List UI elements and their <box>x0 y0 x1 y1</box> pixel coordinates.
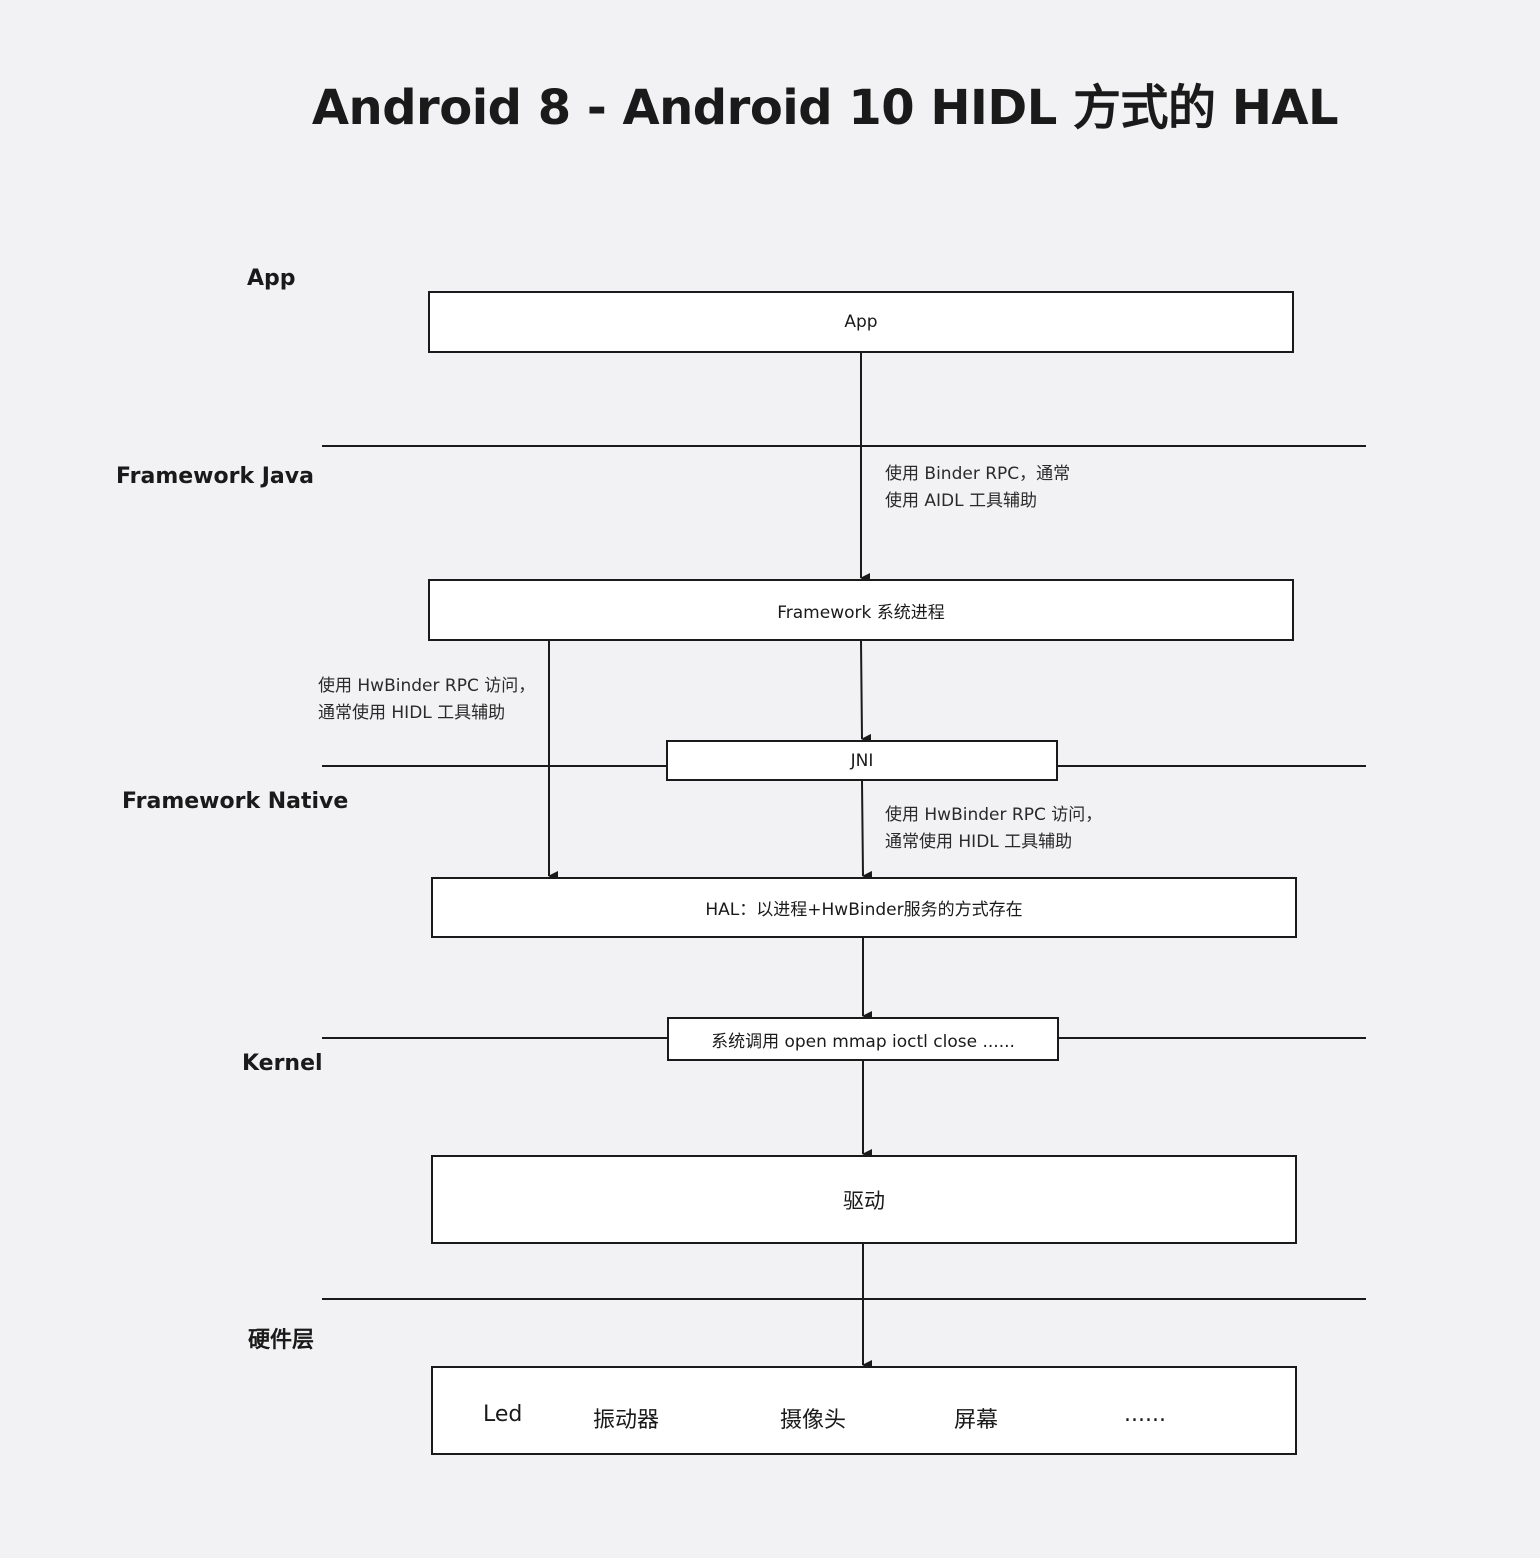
jni-label: JNI <box>850 750 874 771</box>
hwbinder-note-left-line2: 通常使用 HIDL 工具辅助 <box>318 703 506 723</box>
binder-note-line2: 使用 AIDL 工具辅助 <box>885 491 1038 511</box>
binder-note-line1: 使用 Binder RPC，通常 <box>885 464 1071 484</box>
layer-label-framework-java: Framework Java <box>116 464 314 489</box>
app-box: App <box>428 291 1294 353</box>
hardware-item-vibrator: 振动器 <box>593 1408 660 1433</box>
hwbinder-note-right-line1: 使用 HwBinder RPC 访问， <box>885 805 1103 825</box>
jni-box: JNI <box>666 740 1058 781</box>
hal-box: HAL：以进程+HwBinder服务的方式存在 <box>431 877 1297 938</box>
hardware-box <box>431 1366 1297 1455</box>
framework-process-box: Framework 系统进程 <box>428 579 1294 641</box>
layer-label-framework-native: Framework Native <box>122 789 349 814</box>
layer-label-app: App <box>247 266 296 291</box>
page-title: Android 8 - Android 10 HIDL 方式的 HAL <box>311 80 1339 136</box>
syscall-box: 系统调用 open mmap ioctl close ...... <box>667 1017 1059 1061</box>
hardware-item-screen: 屏幕 <box>954 1408 999 1433</box>
hal-label: HAL：以进程+HwBinder服务的方式存在 <box>705 900 1023 920</box>
hardware-item-camera: 摄像头 <box>780 1408 847 1433</box>
hwbinder-note-right-line2: 通常使用 HIDL 工具辅助 <box>885 832 1073 852</box>
arrow-jni-to-hal <box>861 780 873 881</box>
hardware-item-led: Led <box>483 1402 523 1427</box>
binder-note: 使用 Binder RPC，通常 使用 AIDL 工具辅助 <box>885 461 1070 515</box>
hwbinder-note-left: 使用 HwBinder RPC 访问， 通常使用 HIDL 工具辅助 <box>318 673 535 727</box>
hardware-item-more: ...... <box>1124 1402 1166 1427</box>
hwbinder-note-left-line1: 使用 HwBinder RPC 访问， <box>318 676 536 696</box>
framework-process-label: Framework 系统进程 <box>777 602 945 623</box>
layer-label-hardware: 硬件层 <box>248 1328 315 1353</box>
driver-label: 驱动 <box>843 1188 885 1213</box>
app-box-label: App <box>844 312 878 332</box>
arrow-framework-to-jni <box>860 640 872 744</box>
layer-label-kernel: Kernel <box>242 1051 323 1076</box>
syscall-label: 系统调用 open mmap ioctl close ...... <box>711 1031 1015 1052</box>
driver-box: 驱动 <box>431 1155 1297 1244</box>
hwbinder-note-right: 使用 HwBinder RPC 访问， 通常使用 HIDL 工具辅助 <box>885 802 1102 856</box>
